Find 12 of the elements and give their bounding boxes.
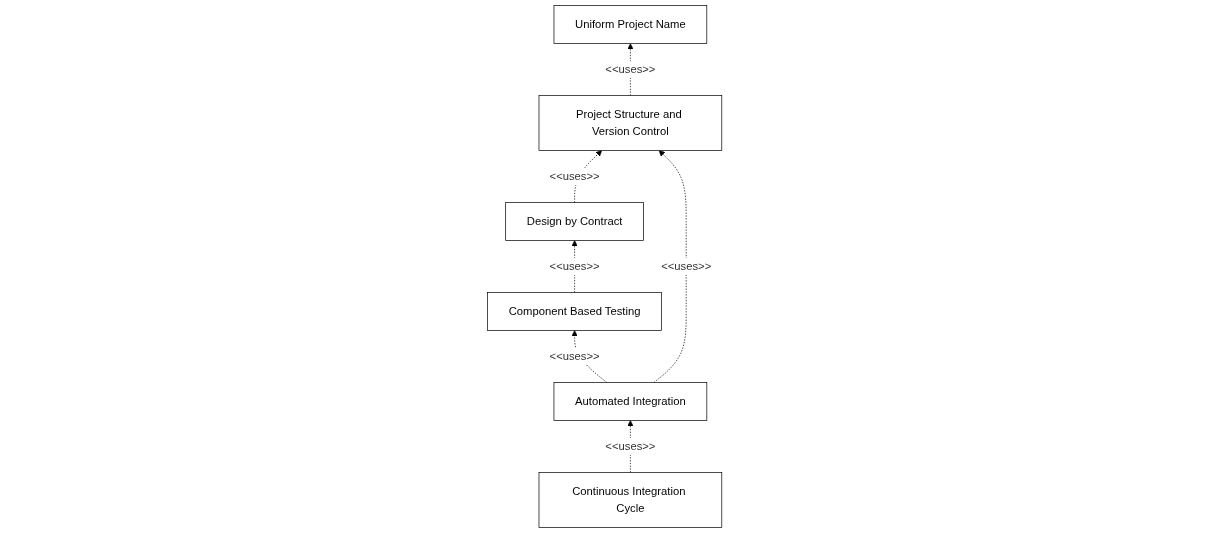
node-box: Continuous Integration Cycle [538,472,722,528]
node-box: Automated Integration [553,382,707,421]
edge-label: <<uses>> [605,63,656,76]
node-box: Design by Contract [505,202,644,241]
edge-label: <<uses>> [660,260,711,273]
node-box: Project Structure and Version Control [538,95,722,151]
edge-label: <<uses>> [549,170,600,183]
edge-label: <<uses>> [549,260,600,273]
edge-label: <<uses>> [605,440,656,453]
edge-label: <<uses>> [549,350,600,363]
node-box: Component Based Testing [487,292,662,331]
node-box: Uniform Project Name [553,5,707,44]
